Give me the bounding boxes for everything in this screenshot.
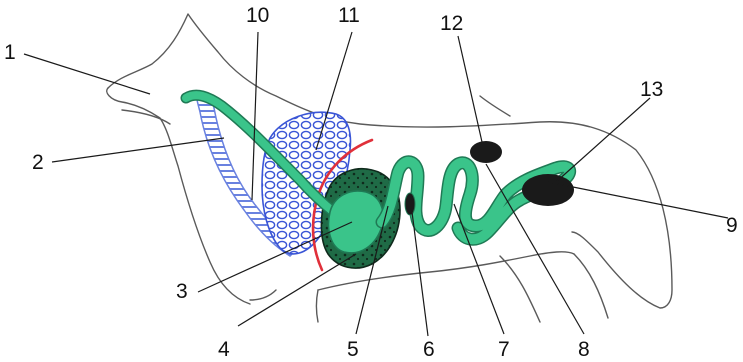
label-7: 7 [498,338,510,361]
label-12: 12 [440,12,463,35]
bladder [522,174,574,206]
label-9: 9 [726,214,738,237]
dog-outline [107,14,672,322]
label-1: 1 [4,41,16,64]
kidney [470,141,502,163]
label-5: 5 [347,338,359,361]
leader-2 [52,138,224,162]
label-10: 10 [246,4,269,27]
label-4: 4 [218,338,230,361]
leader-10 [252,32,258,200]
label-13: 13 [640,78,663,101]
label-3: 3 [176,280,188,303]
leader-13 [556,98,650,182]
label-6: 6 [423,338,435,361]
pancreas [405,193,415,215]
label-2: 2 [32,151,44,174]
label-8: 8 [578,338,590,361]
leader-4 [238,254,356,326]
leader-9 [548,182,728,218]
label-11: 11 [338,4,360,27]
